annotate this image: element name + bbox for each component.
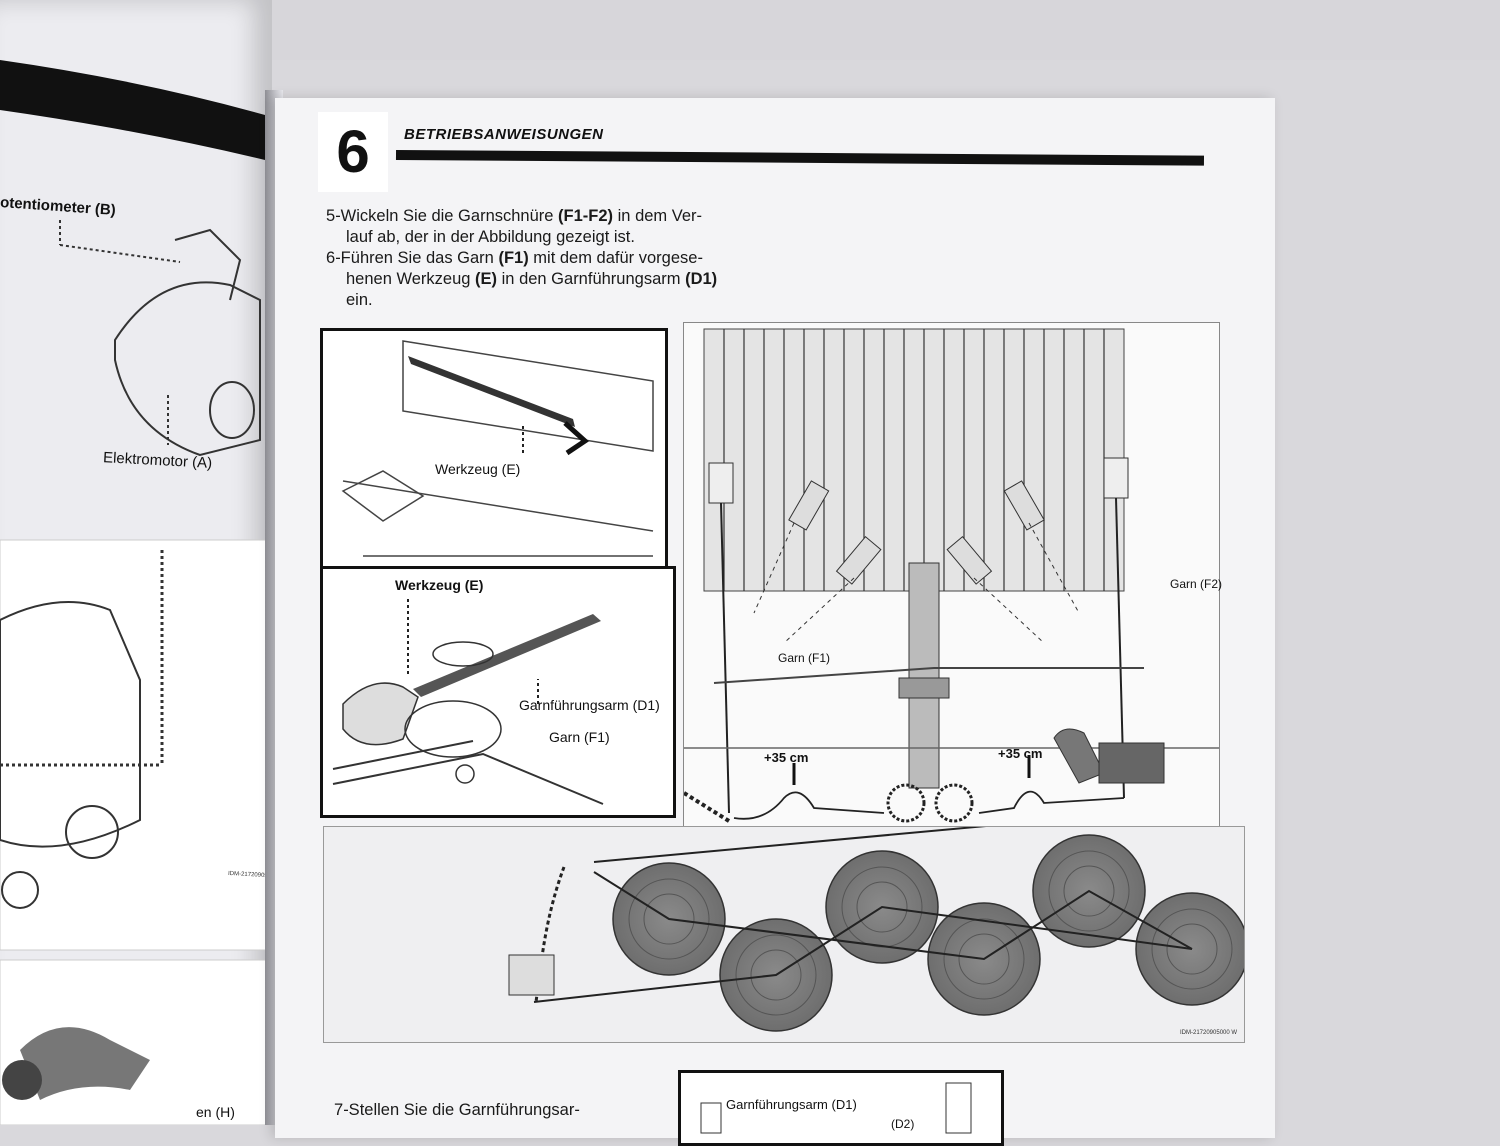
label-35cm-left: +35 cm (764, 750, 809, 765)
label-tool-e: Werkzeug (E) (435, 461, 521, 477)
figure-tool-detail: Werkzeug (E) (320, 328, 668, 570)
step-number: 6 (326, 249, 336, 267)
figure-code: IDM-21720905000 W (1180, 1030, 1238, 1036)
figure-tool-insert: Werkzeug (E) Garnführungsarm (D1) Garn (… (320, 566, 676, 818)
label-tool-e-bold: Werkzeug (E) (395, 577, 484, 593)
step-number: 7 (334, 1101, 344, 1119)
left-page: otentiometer (B) Elektromotor (A) en (H)… (0, 0, 272, 1125)
label-arm-d1: Garnführungsarm (D1) (519, 697, 660, 713)
label-arm-d1-bottom: Garnführungsarm (D1) (726, 1097, 857, 1112)
chapter-title: BETRIEBSANWEISUNGEN (404, 126, 604, 143)
main-drawing (684, 328, 1219, 823)
tool-insert-drawing (332, 599, 604, 805)
label-yarn-f2: Garn (F2) (1170, 577, 1223, 591)
label-left-bottom: en (H) (196, 1104, 235, 1120)
left-page-illustrations (0, 60, 269, 1125)
figure-main-yarn-path: Garn (F2) Garn (F1) +35 cm +35 cm (683, 322, 1223, 834)
step-5: 5-Wickeln Sie die Garnschnüre (F1-F2) in… (326, 207, 703, 246)
chapter-number: 6 (318, 112, 388, 192)
tool-detail-drawing (341, 340, 654, 557)
step-6: 6-Führen Sie das Garn (F1) mit dem dafür… (326, 249, 718, 309)
figure-spools: IDM-21720905000 W (323, 826, 1245, 1043)
spools-drawing (508, 827, 1244, 1032)
step-7: 7-Stellen Sie die Garnführungsar- (334, 1101, 580, 1119)
bottom-arm-drawing (700, 1082, 972, 1134)
label-yarn-f1-detail: Garn (F1) (549, 729, 610, 745)
label-35cm-right: +35 cm (998, 746, 1043, 761)
label-yarn-f1-main: Garn (F1) (778, 651, 831, 665)
figure-bottom-arm: Garnführungsarm (D1) (D2) (678, 1070, 1004, 1146)
step-number: 5 (326, 207, 336, 225)
